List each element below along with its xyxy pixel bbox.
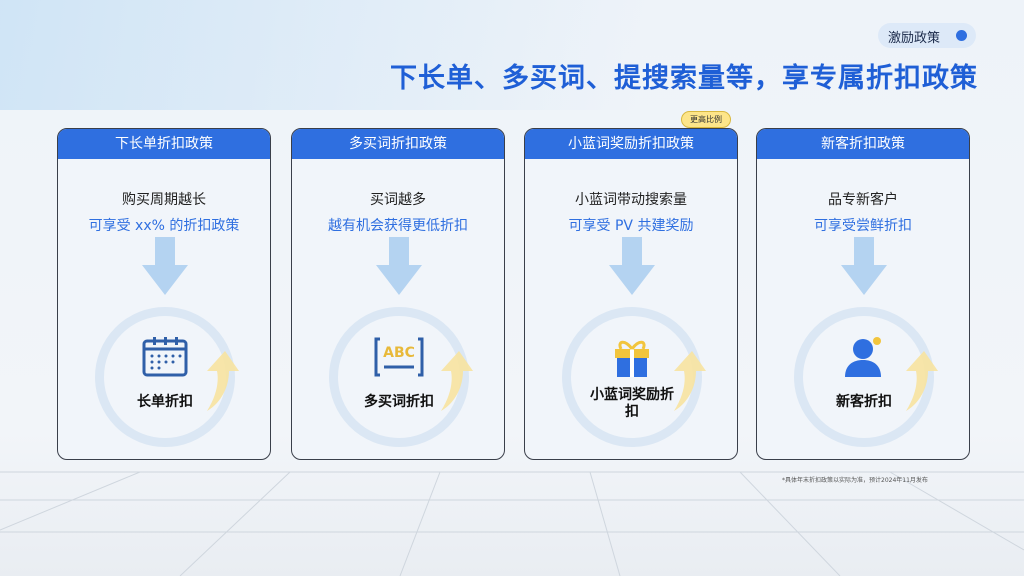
up-arrow-icon (207, 351, 239, 411)
calendar-icon (140, 335, 190, 379)
circle-ring (329, 307, 469, 447)
card-line1: 买词越多 (370, 192, 426, 208)
up-arrow-icon (674, 351, 706, 411)
card-line2: 可享受 xx% 的折扣政策 (88, 218, 240, 234)
floor-grid (0, 471, 1024, 576)
header-sheen (0, 0, 800, 110)
down-arrow-icon (376, 237, 422, 295)
policy-card: 多买词折扣政策 买词越多 越有机会获得更低折扣 ABC 多买词折扣 (291, 128, 505, 460)
card-line2: 可享受 PV 共建奖励 (568, 218, 694, 234)
card-header: 下长单折扣政策 (58, 129, 270, 159)
up-arrow-icon (441, 351, 473, 411)
card-header: 小蓝词奖励折扣政策 (525, 129, 737, 159)
policy-card: 新客折扣政策 品专新客户 可享受尝鲜折扣 新客折扣 (756, 128, 970, 460)
section-tag-label: 激励政策 (888, 31, 941, 46)
card-icon-label: 多买词折扣 (364, 394, 434, 410)
gift-icon (607, 335, 657, 379)
card-header: 新客折扣政策 (757, 129, 969, 159)
circle-ring (562, 307, 702, 447)
circle-ring (95, 307, 235, 447)
card-icon-label: 小蓝词奖励折扣 (590, 387, 674, 420)
card-line2: 越有机会获得更低折扣 (328, 218, 468, 234)
circle-ring (794, 307, 934, 447)
footnote: *具体年末折扣政策以实际为准，预计2024年11月发布 (782, 477, 928, 484)
down-arrow-icon (841, 237, 887, 295)
card-line1: 购买周期越长 (122, 192, 206, 208)
svg-text:ABC: ABC (383, 345, 415, 361)
higher-ratio-badge: 更高比例 (681, 111, 731, 128)
user-icon (839, 335, 889, 379)
card-line2: 可享受尝鲜折扣 (814, 218, 912, 234)
abc-text-icon: ABC (374, 335, 424, 379)
page-title: 下长单、多买词、提搜索量等，享专属折扣政策 (390, 63, 978, 94)
policy-card: 下长单折扣政策 购买周期越长 可享受 xx% 的折扣政策 长单折扣 (57, 128, 271, 460)
down-arrow-icon (609, 237, 655, 295)
card-line1: 品专新客户 (828, 192, 898, 208)
dot-icon (956, 30, 967, 41)
card-icon-label: 新客折扣 (836, 394, 892, 410)
card-line1: 小蓝词带动搜索量 (575, 192, 687, 208)
card-icon-label: 长单折扣 (137, 394, 193, 410)
section-tag: 激励政策 (878, 23, 976, 48)
policy-card: 小蓝词奖励折扣政策 小蓝词带动搜索量 可享受 PV 共建奖励 小蓝词奖励折扣 (524, 128, 738, 460)
up-arrow-icon (906, 351, 938, 411)
down-arrow-icon (142, 237, 188, 295)
card-header: 多买词折扣政策 (292, 129, 504, 159)
